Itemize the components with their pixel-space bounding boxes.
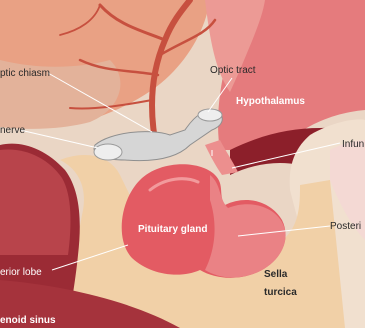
label-anterior-lobe: erior lobe: [0, 267, 42, 278]
label-turcica: turcica: [264, 287, 297, 298]
label-infundibulum: Infun: [342, 139, 364, 150]
label-pituitary-gland: Pituitary gland: [138, 224, 207, 235]
label-posterior: Posteri: [330, 221, 361, 232]
label-hypothalamus: Hypothalamus: [236, 96, 305, 107]
label-nerve: nerve: [0, 125, 25, 136]
label-sella: Sella: [264, 269, 288, 280]
label-sphenoid-sinus: enoid sinus: [0, 315, 56, 326]
label-optic-tract: Optic tract: [210, 65, 256, 76]
label-optic-chiasm: ptic chiasm: [0, 68, 50, 79]
